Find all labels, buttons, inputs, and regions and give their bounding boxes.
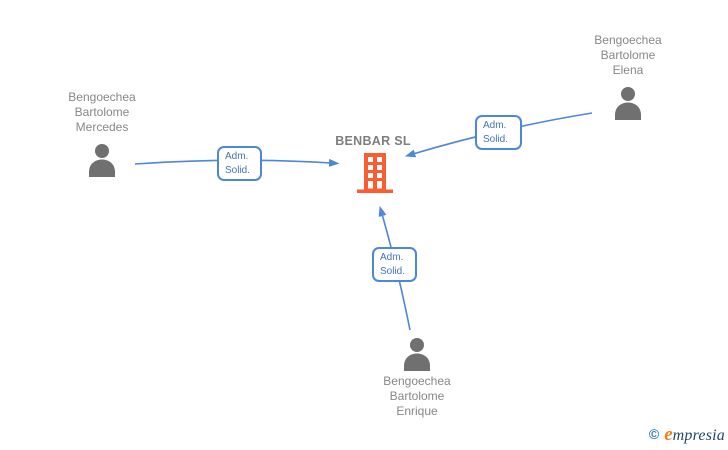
copyright-icon: © — [648, 426, 660, 442]
company-building-icon[interactable] — [357, 151, 393, 193]
edge-label-enrique: Adm. Solid. — [372, 247, 417, 282]
edge-label-line: Adm. — [225, 151, 249, 162]
person-node-enrique[interactable]: Bengoechea Bartolome Enrique — [347, 374, 487, 419]
person-name-line: Bengoechea — [383, 374, 451, 388]
person-icon-enrique[interactable] — [400, 337, 434, 371]
company-node-label[interactable]: BENBAR SL — [335, 134, 411, 148]
person-icon-elena[interactable] — [611, 86, 645, 120]
brand-initial: e — [664, 424, 673, 445]
edge-label-line: Adm. — [380, 252, 404, 263]
edge-label-line: Adm. — [483, 120, 507, 131]
edge-label-mercedes: Adm. Solid. — [217, 146, 262, 181]
edge-label-line: Solid. — [380, 266, 406, 277]
edge-label-line: Solid. — [483, 134, 509, 145]
person-node-mercedes[interactable]: Bengoechea Bartolome Mercedes — [32, 90, 172, 135]
person-name-line: Elena — [612, 63, 644, 77]
person-name-line: Mercedes — [75, 120, 129, 134]
person-name-line: Bengoechea — [594, 33, 662, 47]
person-name-line: Bartolome — [600, 48, 656, 62]
edge-label-elena: Adm. Solid. — [475, 115, 522, 150]
empresia-logo[interactable]: ©empresia — [649, 424, 725, 446]
person-name-line: Bartolome — [389, 389, 445, 403]
person-name-line: Bengoechea — [68, 90, 136, 104]
person-name-line: Bartolome — [74, 105, 130, 119]
edge-label-line: Solid. — [225, 165, 251, 176]
brand-text: mpresia — [672, 427, 725, 444]
person-name-line: Enrique — [396, 404, 438, 418]
person-icon-mercedes[interactable] — [85, 143, 119, 177]
person-node-elena[interactable]: Bengoechea Bartolome Elena — [558, 33, 698, 78]
